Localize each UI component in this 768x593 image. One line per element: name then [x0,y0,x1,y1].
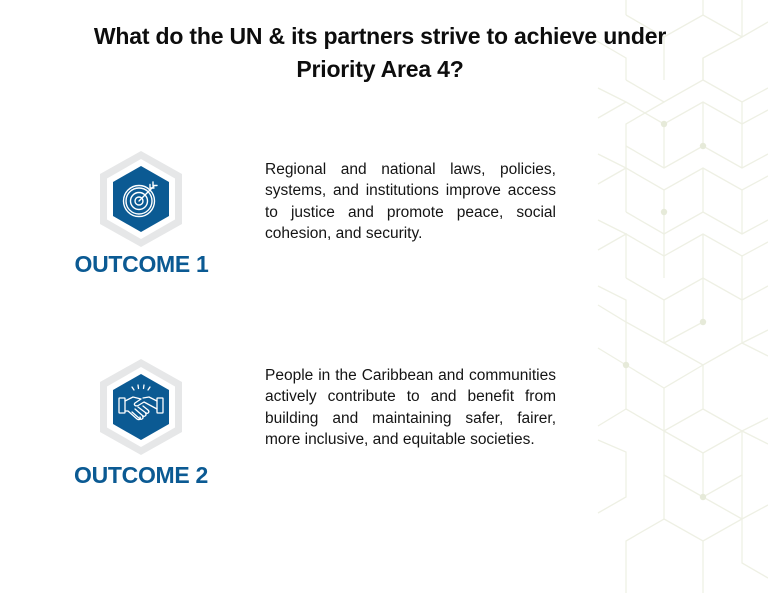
target-arrow-icon [100,151,182,247]
outcome-2-badge [97,357,185,457]
outcome-1-description: Regional and national laws, policies, sy… [265,161,556,242]
page-title-line2: Priority Area 4? [296,56,464,82]
outcome-2-description: People in the Caribbean and communities … [265,367,556,448]
outcome-1-label: OUTCOME 1 [74,251,209,277]
handshake-icon [100,359,182,455]
outcome-1-badge [97,149,185,249]
page-title: What do the UN & its partners strive to … [60,20,700,86]
page-title-line1: What do the UN & its partners strive to … [93,23,667,49]
hexagon-background-pattern [590,0,768,593]
outcome-2-label: OUTCOME 2 [73,462,209,488]
